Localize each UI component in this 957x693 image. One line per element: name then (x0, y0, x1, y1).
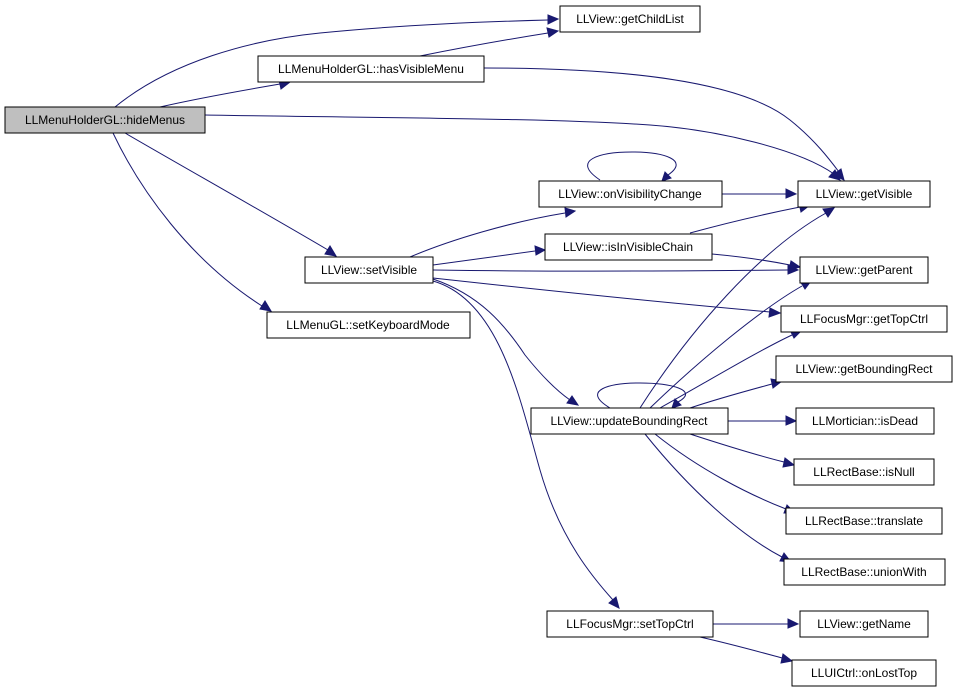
node-label: LLMenuHolderGL::hideMenus (25, 113, 185, 127)
edge-setTopCtrl-onLostTop (699, 636, 794, 664)
node-label: LLView::getParent (816, 263, 914, 277)
node-getChildList[interactable]: LLView::getChildList (559, 5, 701, 33)
node-updateBoundingRect[interactable]: LLView::updateBoundingRect (530, 407, 729, 435)
edge-setVisible-getTopCtrl (432, 277, 782, 318)
edge-hideMenus-getChildList (114, 14, 560, 108)
edge-setVisible-updateBoundingRect (432, 278, 580, 406)
node-label: LLFocusMgr::setTopCtrl (566, 617, 693, 631)
nodes: LLMenuHolderGL::hideMenus LLView::getChi… (4, 5, 953, 687)
node-label: LLView::getChildList (576, 12, 684, 26)
edge-updateBoundingRect-getParent (649, 280, 812, 409)
edge-updateBoundingRect-isNull (689, 433, 796, 468)
node-label: LLRectBase::unionWith (801, 565, 926, 579)
node-setVisible[interactable]: LLView::setVisible (304, 256, 434, 284)
edge-onVisibilityChange-getVisible (721, 188, 798, 199)
node-isNull[interactable]: LLRectBase::isNull (793, 458, 935, 486)
node-label: LLRectBase::translate (805, 514, 923, 528)
node-getBoundingRect[interactable]: LLView::getBoundingRect (775, 355, 953, 383)
node-label: LLView::onVisibilityChange (558, 187, 702, 201)
node-getTopCtrl[interactable]: LLFocusMgr::getTopCtrl (780, 305, 948, 333)
edge-onVisibilityChange-self (587, 151, 677, 182)
node-label: LLMenuGL::setKeyboardMode (286, 318, 450, 332)
node-label: LLView::getBoundingRect (796, 362, 934, 376)
node-label: LLRectBase::isNull (813, 465, 914, 479)
node-hideMenus[interactable]: LLMenuHolderGL::hideMenus (4, 106, 206, 134)
node-getParent[interactable]: LLView::getParent (799, 256, 929, 284)
edge-updateBoundingRect-translate (654, 433, 797, 514)
edge-hideMenus-setKeyboardMode (112, 132, 272, 312)
node-isInVisibleChain[interactable]: LLView::isInVisibleChain (544, 233, 713, 261)
node-unionWith[interactable]: LLRectBase::unionWith (783, 558, 946, 586)
edge-updateBoundingRect-self (597, 382, 686, 409)
node-setTopCtrl[interactable]: LLFocusMgr::setTopCtrl (546, 610, 714, 638)
edge-hasVisibleMenu-getVisible (483, 67, 845, 181)
node-label: LLUICtrl::onLostTop (811, 666, 917, 680)
node-getName[interactable]: LLView::getName (799, 610, 929, 638)
edge-hideMenus-getVisible (204, 114, 841, 181)
node-label: LLView::getVisible (816, 187, 913, 201)
node-label: LLView::isInVisibleChain (563, 240, 693, 254)
node-label: LLView::getName (817, 617, 911, 631)
edge-setTopCtrl-getName (712, 618, 800, 629)
node-getVisible[interactable]: LLView::getVisible (797, 180, 931, 208)
edge-setVisible-getParent (432, 264, 800, 275)
node-label: LLMortician::isDead (812, 414, 918, 428)
node-setKeyboardMode[interactable]: LLMenuGL::setKeyboardMode (266, 311, 471, 339)
edge-isInVisibleChain-getParent (711, 253, 802, 271)
edge-hideMenus-setVisible (124, 132, 337, 257)
node-hasVisibleMenu[interactable]: LLMenuHolderGL::hasVisibleMenu (257, 55, 485, 83)
node-isDead[interactable]: LLMortician::isDead (795, 407, 935, 435)
edge-setVisible-setTopCtrl (432, 280, 620, 609)
node-onLostTop[interactable]: LLUICtrl::onLostTop (791, 659, 937, 687)
edges (112, 14, 845, 664)
edge-hideMenus-hasVisibleMenu (159, 79, 292, 108)
edge-updateBoundingRect-getVisible (639, 207, 835, 409)
edge-updateBoundingRect-unionWith (644, 433, 793, 563)
node-onVisibilityChange[interactable]: LLView::onVisibilityChange (538, 180, 723, 208)
node-label: LLView::updateBoundingRect (550, 414, 708, 428)
edge-setVisible-onVisibilityChange (409, 207, 577, 258)
node-label: LLView::setVisible (321, 263, 417, 277)
edge-setVisible-isInVisibleChain (432, 245, 547, 266)
node-translate[interactable]: LLRectBase::translate (785, 507, 943, 535)
edge-updateBoundingRect-isDead (727, 415, 798, 426)
edge-hasVisibleMenu-getChildList (419, 27, 560, 57)
node-label: LLFocusMgr::getTopCtrl (800, 312, 928, 326)
node-label: LLMenuHolderGL::hasVisibleMenu (278, 62, 464, 76)
